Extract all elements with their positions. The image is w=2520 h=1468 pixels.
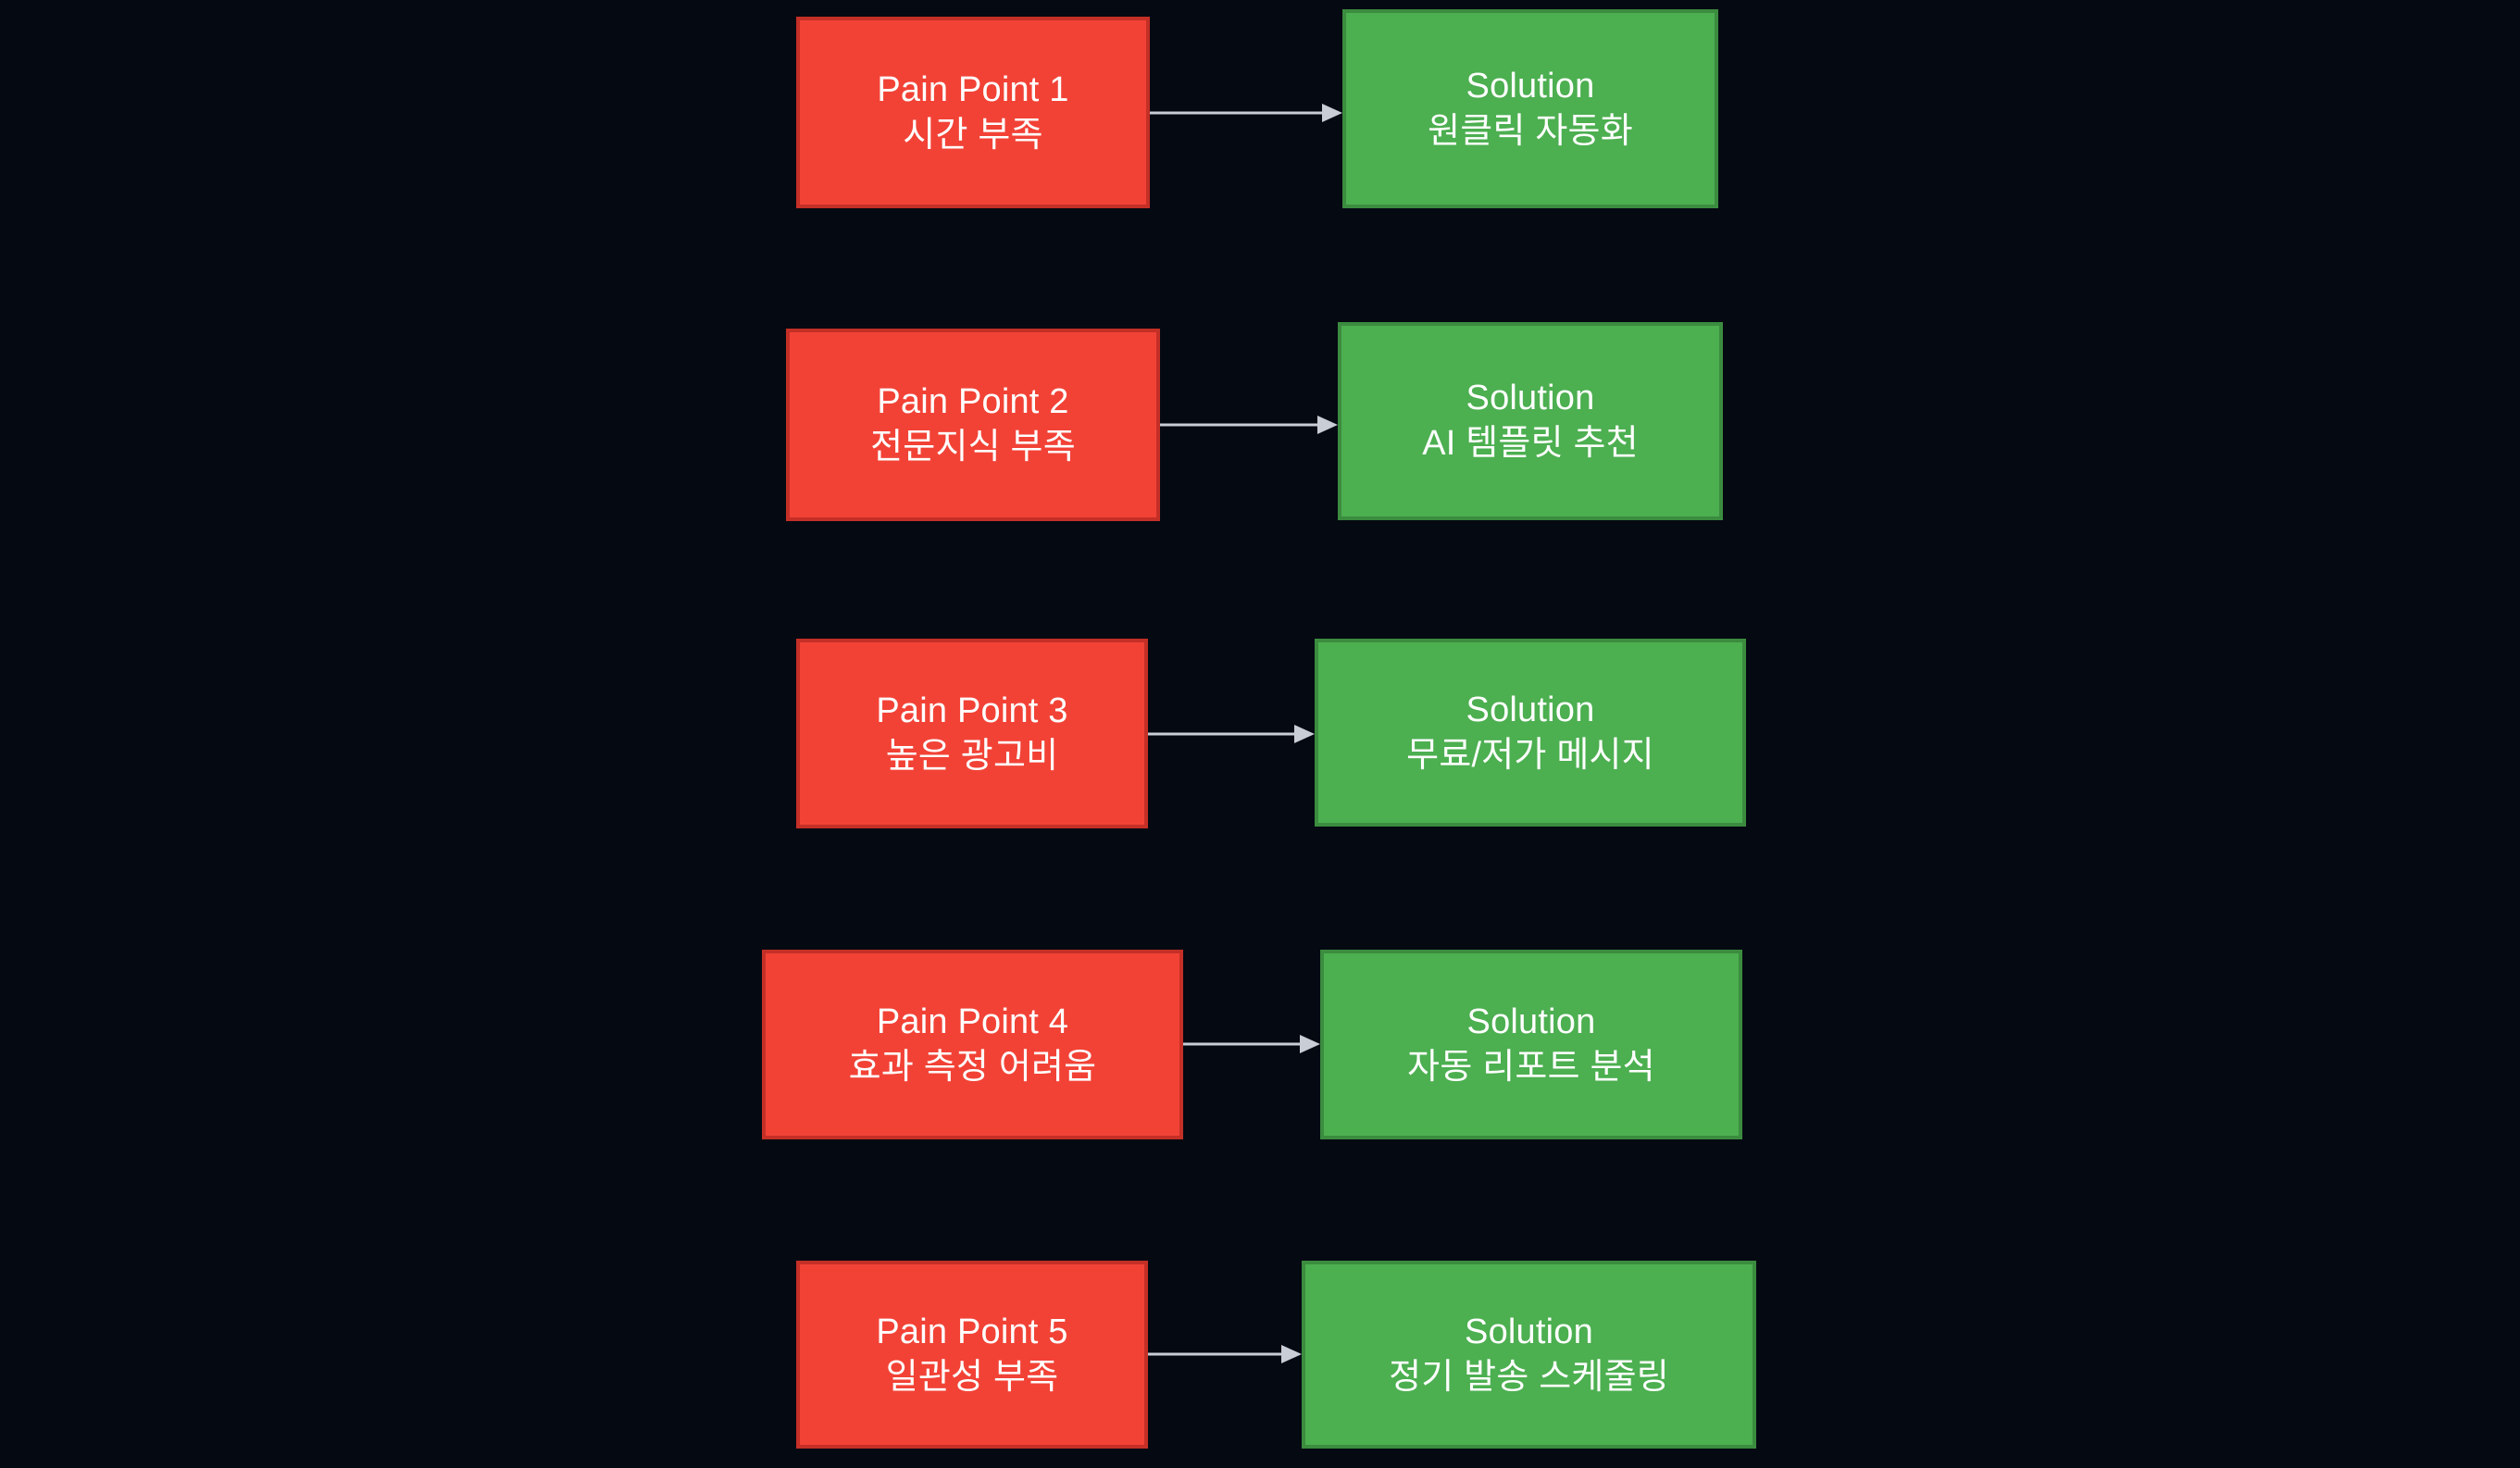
pain-point-node-1[interactable]: Pain Point 1 시간 부족	[796, 17, 1150, 208]
solution-node-1[interactable]: Solution 원클릭 자동화	[1342, 9, 1718, 208]
solution-node-5-detail: 정기 발송 스케줄링	[1389, 1357, 1669, 1397]
solution-node-3[interactable]: Solution 무료/저가 메시지	[1315, 639, 1746, 827]
pain-point-node-3-detail: 높은 광고비	[885, 736, 1059, 776]
solution-node-1-detail: 원클릭 자동화	[1428, 111, 1633, 151]
arrow-connector-1	[1150, 102, 1342, 124]
solution-node-1-title: Solution	[1466, 66, 1595, 106]
pain-point-node-1-title: Pain Point 1	[877, 69, 1069, 109]
solution-node-4[interactable]: Solution 자동 리포트 분석	[1320, 950, 1742, 1139]
solution-node-3-title: Solution	[1466, 690, 1595, 729]
pain-point-node-5-title: Pain Point 5	[876, 1312, 1068, 1351]
solution-node-4-title: Solution	[1466, 1001, 1596, 1041]
solution-node-3-detail: 무료/저가 메시지	[1406, 735, 1654, 775]
solution-node-4-detail: 자동 리포트 분석	[1407, 1047, 1655, 1087]
pain-point-node-1-detail: 시간 부족	[903, 115, 1043, 155]
solution-node-2-detail: AI 템플릿 추천	[1422, 424, 1639, 463]
solution-node-5-title: Solution	[1465, 1312, 1593, 1351]
pain-point-node-3[interactable]: Pain Point 3 높은 광고비	[796, 639, 1148, 828]
arrow-connector-4	[1183, 1033, 1320, 1055]
arrow-connector-2	[1160, 414, 1338, 436]
arrow-connector-5	[1148, 1343, 1302, 1365]
arrow-connector-3	[1148, 723, 1315, 745]
pain-point-node-4[interactable]: Pain Point 4 효과 측정 어려움	[762, 950, 1183, 1139]
pain-point-node-5[interactable]: Pain Point 5 일관성 부족	[796, 1261, 1148, 1449]
pain-point-node-4-title: Pain Point 4	[876, 1001, 1069, 1041]
pain-point-node-2-title: Pain Point 2	[877, 382, 1069, 422]
pain-point-node-2[interactable]: Pain Point 2 전문지식 부족	[786, 329, 1160, 521]
solution-node-5[interactable]: Solution 정기 발송 스케줄링	[1302, 1261, 1756, 1449]
pain-point-node-4-detail: 효과 측정 어려움	[848, 1047, 1097, 1087]
solution-node-2-title: Solution	[1466, 379, 1595, 418]
pain-point-node-2-detail: 전문지식 부족	[870, 428, 1076, 467]
pain-point-node-5-detail: 일관성 부족	[885, 1357, 1059, 1397]
solution-node-2[interactable]: Solution AI 템플릿 추천	[1338, 322, 1723, 520]
pain-point-node-3-title: Pain Point 3	[876, 690, 1068, 730]
